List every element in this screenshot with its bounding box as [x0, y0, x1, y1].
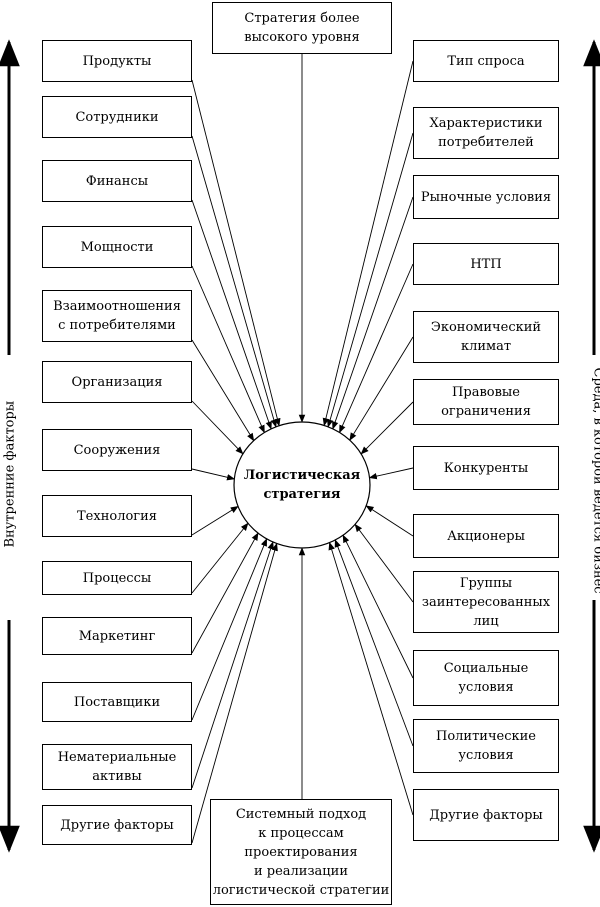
right-factor-box: Характеристики потребителей — [413, 107, 559, 159]
connector-arrow — [339, 263, 414, 434]
connector-arrow — [191, 532, 259, 654]
bottom-box: Системный подход к процессам проектирова… — [210, 799, 392, 905]
connector-arrow — [191, 265, 265, 434]
connector-arrow — [191, 505, 239, 536]
connector-arrow — [360, 401, 414, 455]
connector-arrow — [322, 60, 414, 427]
right-factor-box: Экономический климат — [413, 311, 559, 363]
top-box: Стратегия более высокого уровня — [212, 2, 392, 54]
connector-arrow — [191, 542, 278, 844]
left-factor-box: Организация — [42, 361, 192, 403]
left-factor-box: Нематериальные активы — [42, 744, 192, 790]
connector-arrow — [191, 400, 244, 455]
connector-arrow — [342, 534, 414, 679]
right-factor-box: НТП — [413, 243, 559, 285]
connector-arrow — [365, 505, 414, 537]
connector-arrow — [191, 135, 278, 428]
left-factor-box: Сотрудники — [42, 96, 192, 138]
connector-arrow — [349, 336, 414, 441]
connector-arrow — [354, 523, 414, 603]
right-factor-box: Политические условия — [413, 719, 559, 773]
right-side-label: Среда, в которой ведется бизнес — [590, 367, 600, 594]
left-side-label: Внутренние факторы — [2, 400, 18, 548]
connector-arrow — [191, 522, 249, 594]
connector-arrow — [332, 196, 414, 430]
connector-arrow — [191, 79, 281, 427]
left-factor-box: Сооружения — [42, 429, 192, 471]
right-factor-box: Рыночные условия — [413, 175, 559, 219]
connector-arrow — [191, 199, 272, 430]
right-factor-box: Тип спроса — [413, 40, 559, 82]
left-factor-box: Мощности — [42, 226, 192, 268]
connector-arrow — [368, 467, 414, 480]
left-factor-box: Финансы — [42, 160, 192, 202]
connector-arrow — [191, 538, 268, 721]
left-factor-box: Процессы — [42, 561, 192, 595]
connector-arrows — [191, 54, 414, 844]
right-factor-box: Другие факторы — [413, 789, 559, 841]
connector-arrow — [326, 132, 414, 428]
connector-arrow — [191, 468, 236, 481]
left-factor-box: Продукты — [42, 40, 192, 82]
left-factor-box: Другие факторы — [42, 805, 192, 845]
left-factor-box: Взаимоотношения с потребителями — [42, 290, 192, 342]
center-label: Логистическая стратегия — [243, 468, 361, 502]
left-factor-box: Маркетинг — [42, 617, 192, 655]
connector-arrow — [191, 339, 255, 442]
right-factor-box: Конкуренты — [413, 446, 559, 490]
connector-arrow — [334, 539, 414, 747]
connector-arrow — [328, 541, 414, 816]
left-factor-box: Поставщики — [42, 682, 192, 722]
connector-arrow — [191, 541, 274, 789]
right-factor-box: Социальные условия — [413, 650, 559, 706]
right-factor-box: Правовые ограничения — [413, 379, 559, 425]
right-factor-box: Акционеры — [413, 514, 559, 558]
right-factor-box: Группы заинтересованных лиц — [413, 571, 559, 633]
left-factor-box: Технология — [42, 495, 192, 537]
center-ellipse — [233, 421, 371, 549]
